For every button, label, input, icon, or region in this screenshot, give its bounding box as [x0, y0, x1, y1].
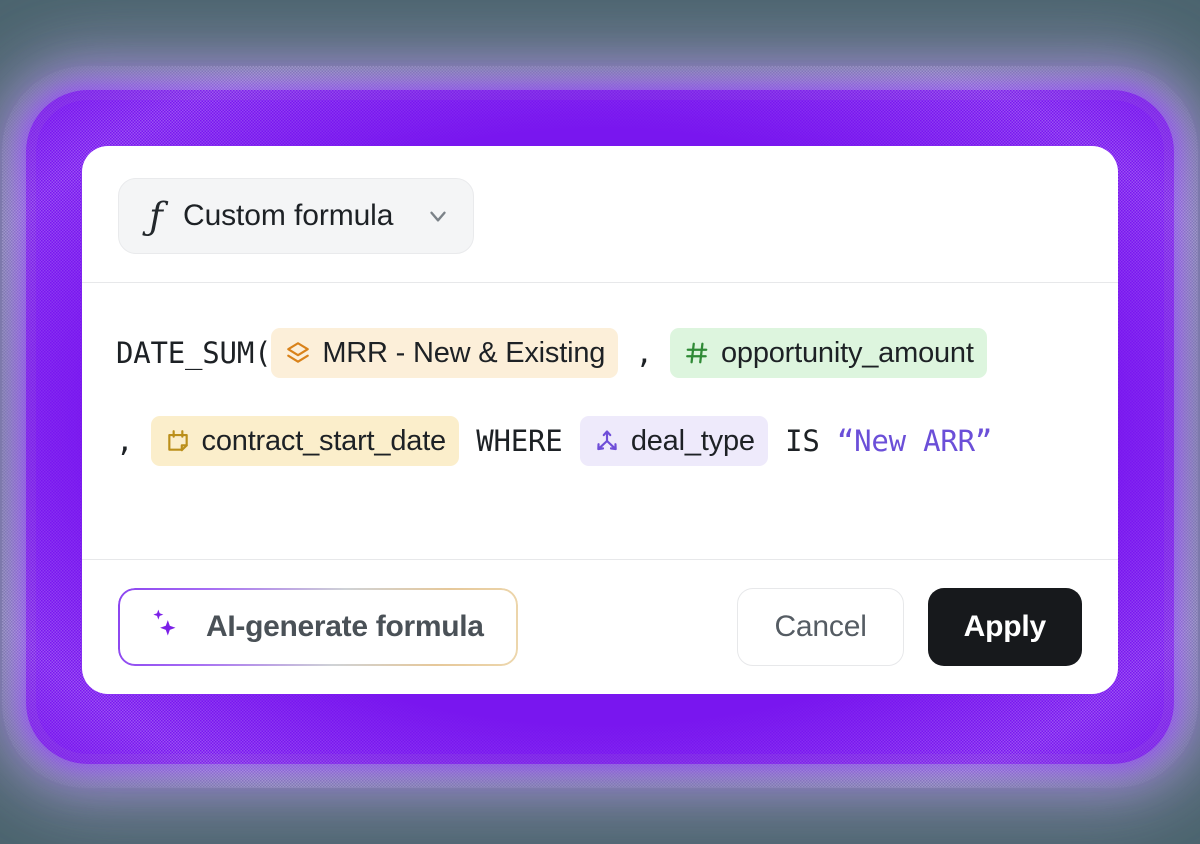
card-header: ƒ Custom formula: [82, 146, 1118, 283]
formula-expression-area[interactable]: DATE_SUM( MRR - New & Existing , opportu…: [82, 283, 1118, 560]
formula-keyword-is: IS: [767, 424, 837, 458]
footer-actions: Cancel Apply: [737, 588, 1082, 666]
card-footer: AI-generate formula Cancel Apply: [82, 560, 1118, 694]
token-mrr-new-and-existing[interactable]: MRR - New & Existing: [271, 328, 619, 378]
cancel-button[interactable]: Cancel: [737, 588, 904, 666]
formula-type-select[interactable]: ƒ Custom formula: [118, 178, 475, 254]
function-fx-icon: ƒ: [149, 194, 163, 238]
token-label: opportunity_amount: [720, 336, 974, 369]
formula-line-1: DATE_SUM( MRR - New & Existing , opportu…: [116, 309, 1084, 397]
token-label: MRR - New & Existing: [322, 336, 606, 369]
token-deal-type[interactable]: deal_type: [579, 416, 768, 466]
formula-line-2: , contract_start_date WHERE deal_type IS…: [116, 397, 1084, 485]
formula-comma-1: ,: [618, 336, 670, 370]
formula-type-label: Custom formula: [183, 199, 394, 232]
formula-string-literal: “New ARR”: [836, 424, 993, 458]
formula-comma-2: ,: [116, 424, 151, 458]
chevron-down-icon: [425, 203, 451, 229]
formula-keyword-where: WHERE: [459, 424, 580, 458]
layers-icon: [284, 339, 312, 367]
token-contract-start-date[interactable]: contract_start_date: [150, 416, 459, 466]
ai-generate-formula-button[interactable]: AI-generate formula: [118, 588, 518, 666]
hash-icon: [683, 339, 711, 367]
branch-split-icon: [593, 427, 621, 455]
token-label: deal_type: [630, 424, 755, 457]
apply-button[interactable]: Apply: [927, 588, 1082, 666]
token-label: contract_start_date: [201, 424, 447, 457]
formula-editor-card: ƒ Custom formula DATE_SUM( MRR - New & E…: [82, 146, 1118, 694]
calendar-icon: [164, 427, 192, 455]
ai-generate-formula-label: AI-generate formula: [206, 610, 484, 643]
formula-function-name: DATE_SUM(: [116, 336, 272, 370]
sparkles-icon: [144, 604, 186, 651]
token-opportunity-amount[interactable]: opportunity_amount: [669, 328, 987, 378]
